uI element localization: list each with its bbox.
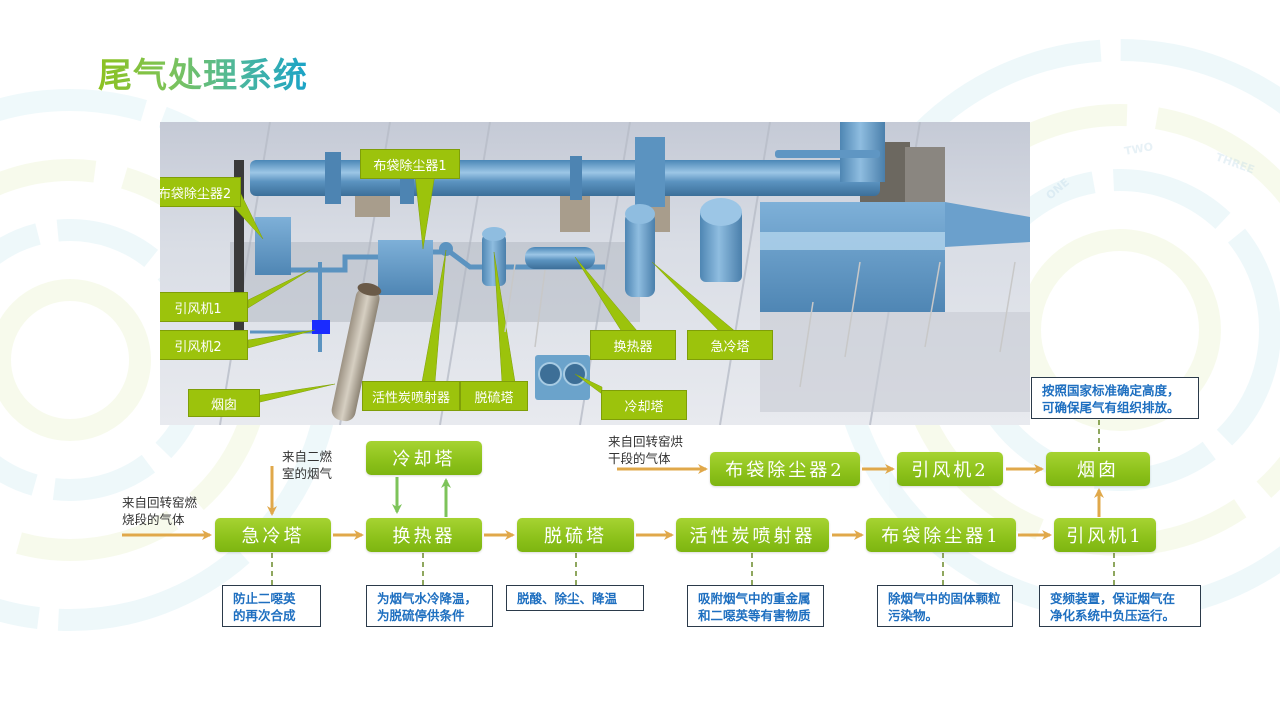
source-kiln-dry: 来自回转窑烘 干段的气体 — [608, 433, 703, 467]
note-carbon-injector: 吸附烟气中的重金属 和二噁英等有害物质 — [687, 585, 824, 627]
node-carbon-injector: 活性炭喷射器 — [676, 518, 829, 552]
source-kiln-burn: 来自回转窑燃 烧段的气体 — [122, 494, 214, 528]
node-desulfurizer: 脱硫塔 — [517, 518, 634, 552]
node-fan-2: 引风机2 — [897, 452, 1003, 486]
node-quench-tower: 急冷塔 — [215, 518, 331, 552]
source-secondary-chamber: 来自二燃 室的烟气 — [282, 448, 352, 482]
note-fan-1: 变频装置，保证烟气在 净化系统中负压运行。 — [1039, 585, 1201, 627]
note-fan-1-text: 变频装置，保证烟气在 净化系统中负压运行。 — [1050, 591, 1176, 623]
note-chimney-text: 按照国家标准确定高度， 可确保尾气有组织排放。 — [1042, 383, 1180, 415]
callout-chimney: 烟囱 — [188, 389, 260, 417]
note-bag-filter-1: 除烟气中的固体颗粒 污染物。 — [877, 585, 1013, 627]
node-heat-exchanger: 换热器 — [366, 518, 482, 552]
node-fan-1: 引风机1 — [1054, 518, 1156, 552]
note-heat-exchanger-text: 为烟气水冷降温， 为脱硫停供条件 — [377, 591, 478, 623]
note-desulfurizer-text: 脱酸、除尘、降温 — [517, 591, 618, 606]
source-secondary-chamber-text: 来自二燃 室的烟气 — [282, 449, 333, 481]
note-carbon-injector-text: 吸附烟气中的重金属 和二噁英等有害物质 — [698, 591, 811, 623]
node-cooling-tower: 冷却塔 — [366, 441, 482, 475]
source-kiln-burn-text: 来自回转窑燃 烧段的气体 — [122, 495, 198, 527]
note-bag-filter-1-text: 除烟气中的固体颗粒 污染物。 — [888, 591, 1001, 623]
note-quench-tower-text: 防止二噁英 的再次合成 — [233, 591, 296, 623]
callout-carbon-injector: 活性炭喷射器 — [362, 381, 460, 411]
callout-desulfurizer: 脱硫塔 — [460, 381, 528, 411]
source-kiln-dry-text: 来自回转窑烘 干段的气体 — [608, 434, 684, 466]
equipment-3d-render: 布袋除尘器2 布袋除尘器1 引风机1 引风机2 烟囱 活性炭喷射器 脱硫塔 换热… — [160, 122, 1030, 425]
callout-fan-2: 引风机2 — [160, 330, 248, 360]
callout-fan-1: 引风机1 — [160, 292, 248, 322]
note-heat-exchanger: 为烟气水冷降温， 为脱硫停供条件 — [366, 585, 493, 627]
callout-cooling-tower: 冷却塔 — [601, 390, 687, 420]
node-bag-filter-2: 布袋除尘器2 — [710, 452, 860, 486]
callout-bag-filter-2: 布袋除尘器2 — [160, 177, 241, 207]
note-quench-tower: 防止二噁英 的再次合成 — [222, 585, 321, 627]
node-chimney: 烟囱 — [1046, 452, 1150, 486]
callout-bag-filter-1: 布袋除尘器1 — [360, 149, 460, 179]
page-title: 尾气处理系统 — [98, 48, 308, 97]
equipment-illustration — [219, 122, 1030, 425]
callout-heat-exchanger: 换热器 — [590, 330, 676, 360]
note-desulfurizer: 脱酸、除尘、降温 — [506, 585, 644, 611]
node-bag-filter-1: 布袋除尘器1 — [866, 518, 1016, 552]
callout-quench-tower: 急冷塔 — [687, 330, 773, 360]
note-chimney: 按照国家标准确定高度， 可确保尾气有组织排放。 — [1031, 377, 1199, 419]
